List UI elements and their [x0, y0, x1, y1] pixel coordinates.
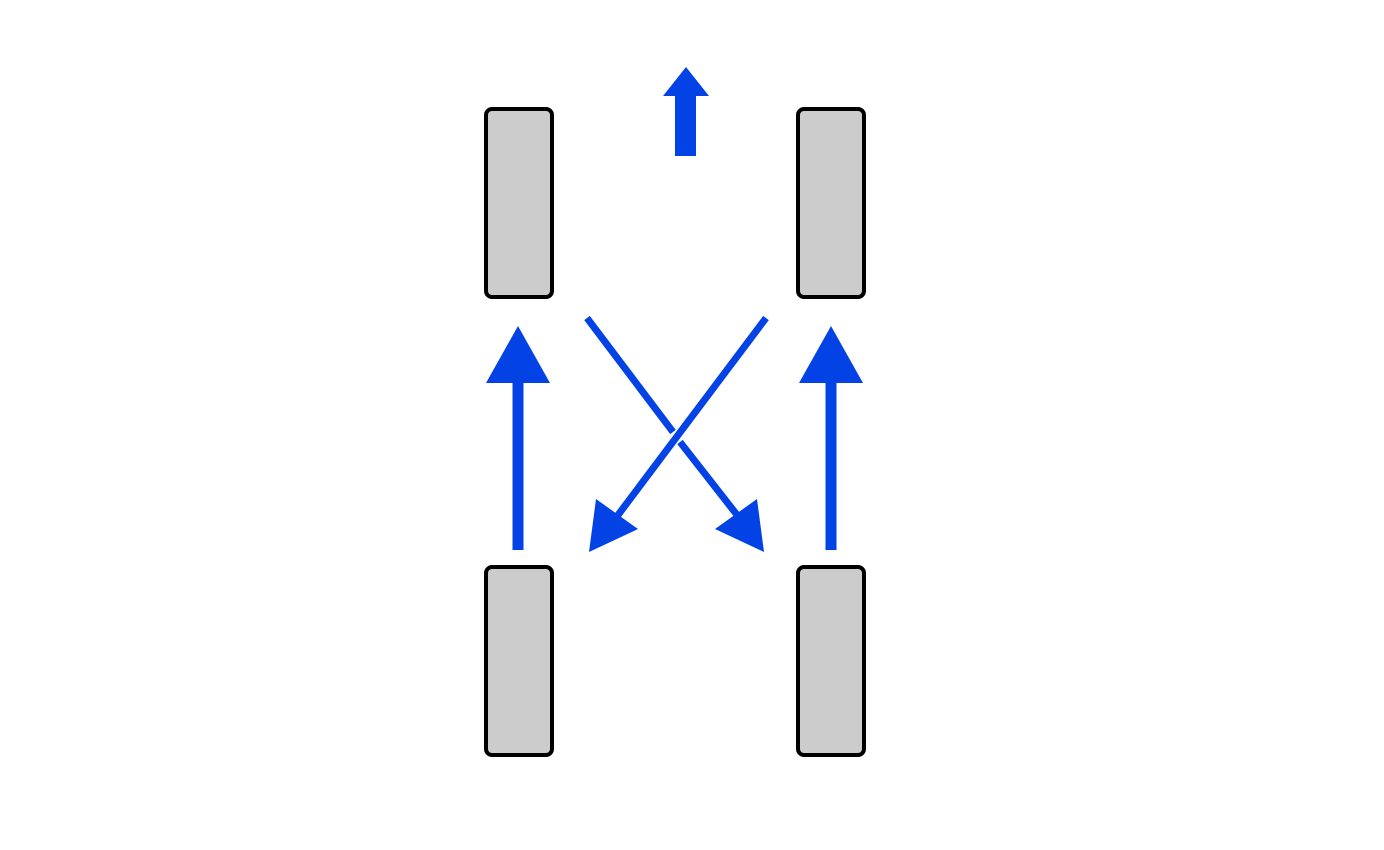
arrow-rear-left-to-front-left — [486, 326, 550, 550]
arrow-shaft-segment — [584, 315, 676, 435]
arrow-head — [799, 326, 863, 383]
arrow-shaft-segment — [677, 439, 744, 523]
tire-front-right — [796, 107, 866, 299]
forward-arrow-icon — [663, 67, 709, 156]
forward-arrow-head — [663, 67, 709, 96]
arrow-front-right-to-rear-left — [589, 315, 769, 552]
tire-rear-right — [796, 565, 866, 757]
arrow-rear-right-to-front-right — [799, 326, 863, 550]
arrow-front-left-to-rear-right — [584, 315, 764, 552]
arrow-head — [715, 499, 764, 552]
arrow-head — [486, 326, 550, 383]
arrow-shaft — [612, 315, 769, 522]
tire-rear-left — [484, 565, 554, 757]
arrow-head — [589, 499, 638, 552]
forward-arrow-shaft — [675, 95, 696, 156]
tire-front-left — [484, 107, 554, 299]
